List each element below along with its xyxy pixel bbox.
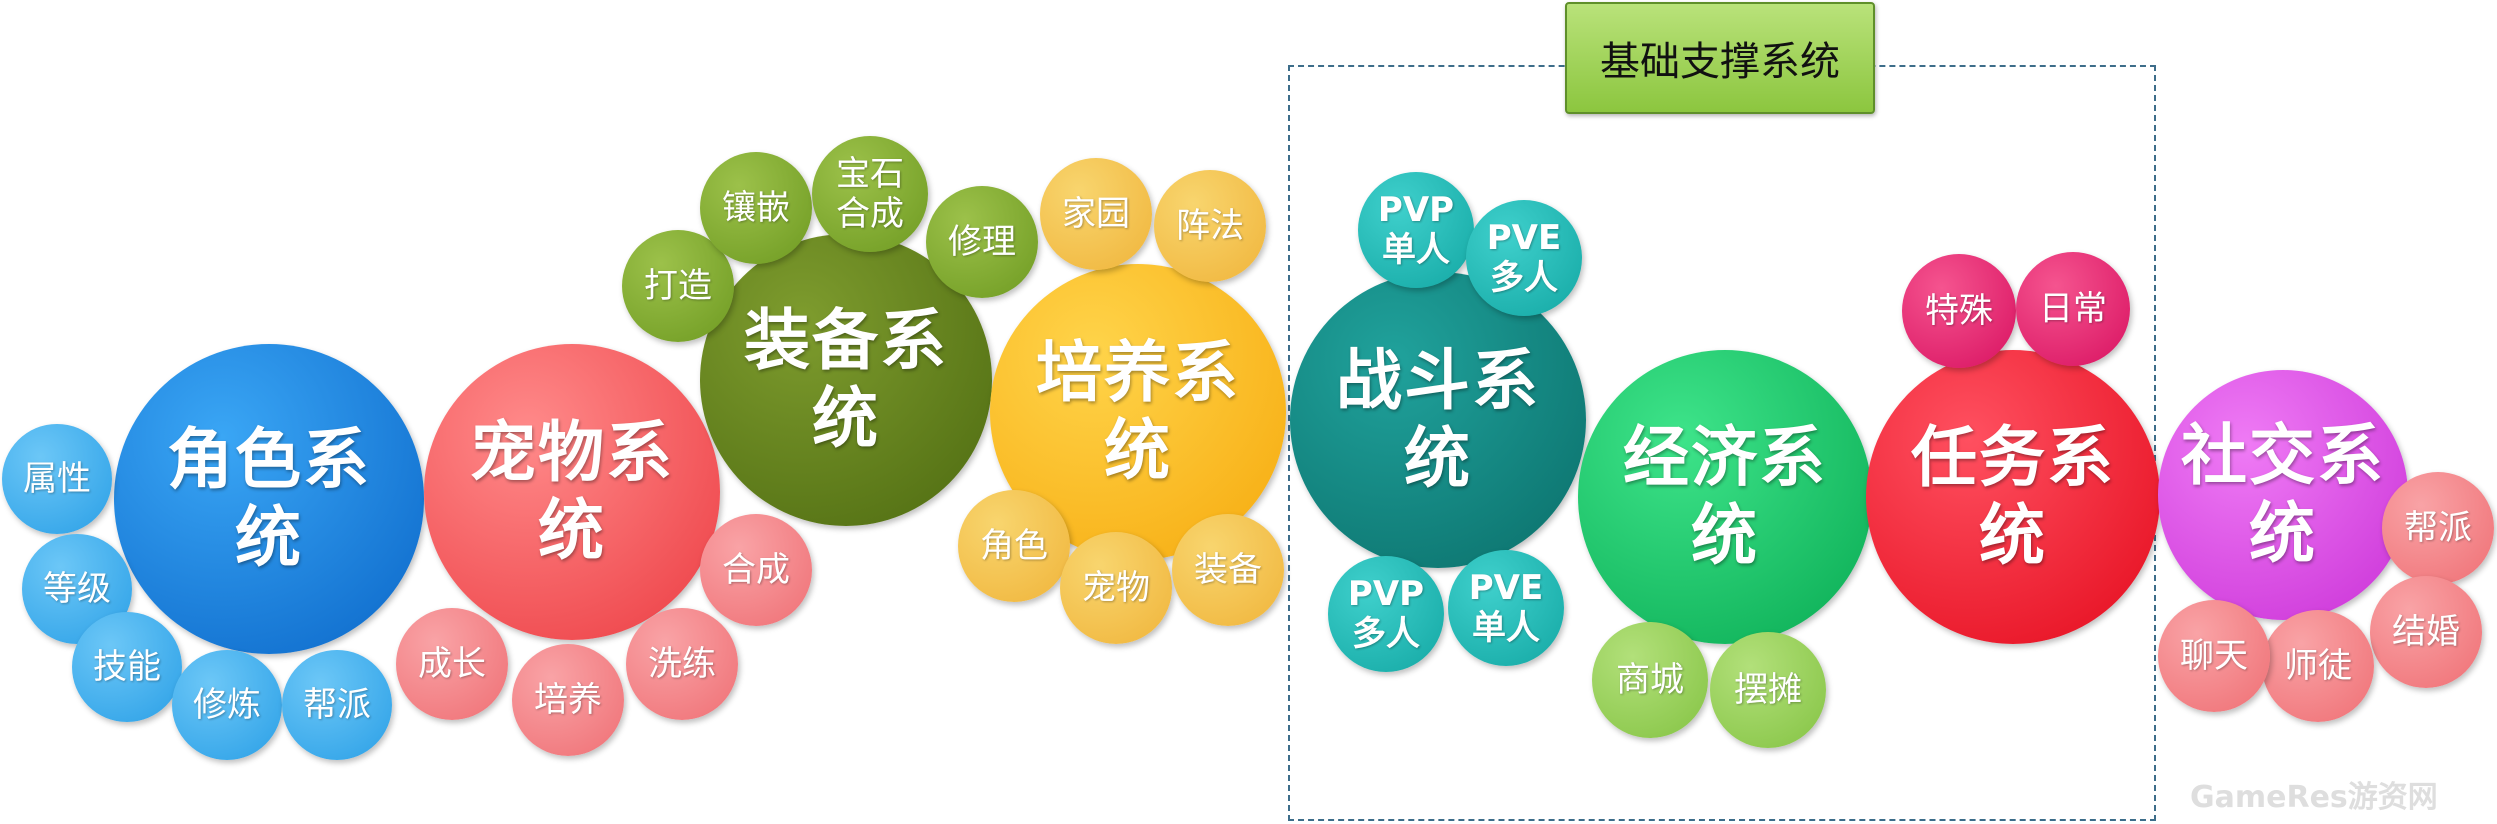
social-system-label: 社交系 统 xyxy=(2181,417,2385,572)
pet-system-label: 宠物系 统 xyxy=(470,414,674,569)
pet-item-merge: 合成 xyxy=(700,514,812,626)
pet-item-train: 培养 xyxy=(512,644,624,756)
role-item-cultivation: 修炼 xyxy=(172,650,282,760)
pet-system-circle: 宠物系 统 xyxy=(424,344,720,640)
quest-item-daily: 日常 xyxy=(2016,252,2130,366)
social-item-mentor: 师徒 xyxy=(2262,610,2374,722)
combat-item-pvp-multi: PVP 多人 xyxy=(1328,556,1444,672)
role-system-circle: 角色系 统 xyxy=(114,344,424,654)
quest-item-special: 特殊 xyxy=(1902,254,2016,368)
quest-system-label: 任务系 统 xyxy=(1911,419,2115,574)
role-system-label: 角色系 统 xyxy=(167,421,371,576)
economy-system-label: 经济系 统 xyxy=(1623,419,1827,574)
train-item-pet: 宠物 xyxy=(1060,532,1172,644)
support-system-label: 基础支撑系统 xyxy=(1565,2,1875,114)
social-item-chat: 聊天 xyxy=(2158,600,2270,712)
social-item-guild: 帮派 xyxy=(2382,472,2494,584)
combat-system-circle: 战斗系 统 xyxy=(1290,272,1586,568)
equip-item-inlay: 镶嵌 xyxy=(700,152,812,264)
quest-system-circle: 任务系 统 xyxy=(1866,350,2160,644)
equip-item-gem-merge: 宝石 合成 xyxy=(812,136,928,252)
economy-item-shop: 商城 xyxy=(1592,622,1708,738)
train-item-equip: 装备 xyxy=(1172,514,1284,626)
role-item-guild: 帮派 xyxy=(282,650,392,760)
combat-item-pve-solo: PVE 单人 xyxy=(1448,550,1564,666)
social-system-circle: 社交系 统 xyxy=(2158,370,2408,620)
watermark: GameRes游资网 xyxy=(2190,780,2438,815)
equipment-system-circle: 装备系 统 xyxy=(700,234,992,526)
pet-item-refine: 洗练 xyxy=(626,608,738,720)
combat-system-label: 战斗系 统 xyxy=(1336,342,1540,497)
pet-item-growth: 成长 xyxy=(396,608,508,720)
equip-item-forge: 打造 xyxy=(622,230,734,342)
training-system-label: 培养系 统 xyxy=(1036,334,1240,489)
train-item-formation: 阵法 xyxy=(1154,170,1266,282)
combat-item-pve-multi: PVE 多人 xyxy=(1466,200,1582,316)
role-item-attribute: 属性 xyxy=(2,424,112,534)
train-item-home: 家园 xyxy=(1040,158,1152,270)
equip-item-repair: 修理 xyxy=(926,186,1038,298)
economy-item-stall: 摆摊 xyxy=(1710,632,1826,748)
social-item-marriage: 结婚 xyxy=(2370,576,2482,688)
role-item-skill: 技能 xyxy=(72,612,182,722)
economy-system-circle: 经济系 统 xyxy=(1578,350,1872,644)
train-item-role: 角色 xyxy=(958,490,1070,602)
combat-item-pvp-solo: PVP 单人 xyxy=(1358,172,1474,288)
equipment-system-label: 装备系 统 xyxy=(744,302,948,457)
